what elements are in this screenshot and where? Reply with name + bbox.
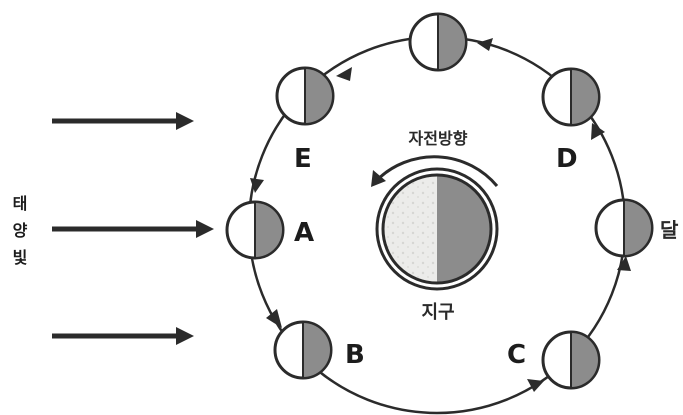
position-label-e: E [294, 144, 312, 174]
orbit-direction-arrows [250, 38, 631, 392]
moon-right [594, 198, 654, 258]
moon-top [408, 12, 468, 72]
moon-e [275, 66, 335, 126]
moon-a [225, 200, 285, 260]
moon-b [273, 320, 333, 380]
orbit-arrow-d-to-top [477, 38, 493, 51]
sunlight-label-1: 태 [13, 194, 28, 213]
orbit-arrow-a-to-b [266, 309, 282, 328]
sunlight-label-3: 빛 [13, 248, 28, 267]
position-label-d: D [556, 144, 578, 174]
position-label-a: A [294, 218, 314, 248]
position-label-c: C [507, 340, 526, 370]
moon-label: 달 [660, 218, 679, 242]
earth-label: 지구 [421, 302, 454, 323]
earth [375, 167, 499, 291]
orbit-arrow-e-to-a [250, 178, 264, 193]
rotation-arrowhead [371, 170, 386, 187]
sunlight-label-2: 양 [13, 221, 28, 240]
orbit-arrow-b-to-c [527, 379, 544, 392]
position-label-b: B [345, 340, 365, 370]
orbit-arrow-top-to-e [336, 67, 352, 81]
orbit-arrow-c-to-moon [617, 256, 631, 271]
orbit-arrow-to-d [591, 123, 605, 140]
sunlight-arrowhead-bottom [176, 327, 194, 345]
moon-d [541, 67, 601, 127]
rotation-direction-arrow [375, 155, 499, 187]
sunlight-arrowhead-top [176, 112, 194, 130]
sunlight-arrowhead-middle [196, 220, 214, 238]
sunlight-arrows [52, 112, 214, 345]
moon-c [541, 330, 601, 390]
rotation-label: 자전방향 [409, 129, 468, 148]
